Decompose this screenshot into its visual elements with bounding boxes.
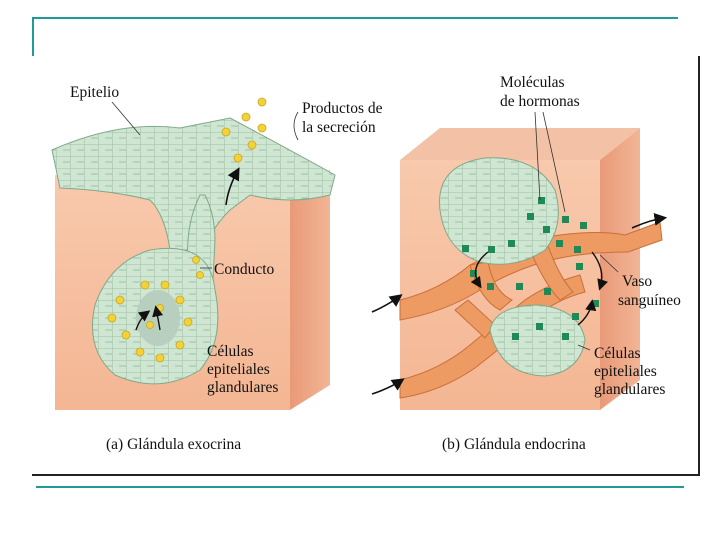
label-productos-line2: la secreción (302, 119, 376, 136)
label-celulas-b-line2: epiteliales (594, 363, 657, 380)
label-moleculas-line1: Moléculas (500, 74, 565, 91)
endocrine-cluster-top (440, 158, 559, 265)
label-productos-line1: Productos de (302, 100, 383, 117)
inflow-arrow-top (372, 296, 400, 312)
endocrine-tissue-top (400, 128, 640, 160)
label-celulas-a-line1: Células (207, 343, 254, 360)
label-celulas-a-line3: glandulares (207, 379, 278, 396)
label-conducto: Conducto (214, 261, 275, 278)
label-epitelio: Epitelio (70, 84, 119, 101)
label-vaso-line2: sanguíneo (618, 292, 681, 309)
label-celulas-b-line1: Células (594, 345, 641, 362)
label-moleculas-line2: de hormonas (500, 93, 580, 110)
caption-a: (a) Glándula exocrina (106, 436, 241, 453)
exocrine-tissue-side (290, 170, 330, 410)
label-celulas-a-line2: epiteliales (207, 361, 270, 378)
caption-b: (b) Glándula endocrina (442, 436, 586, 453)
productos-bracket (294, 112, 298, 140)
inflow-arrow-bottom (372, 380, 402, 394)
label-vaso-line1: Vaso (622, 273, 652, 290)
exocrine-gland-illustration (52, 98, 335, 410)
label-celulas-b-line3: glandulares (594, 381, 665, 398)
